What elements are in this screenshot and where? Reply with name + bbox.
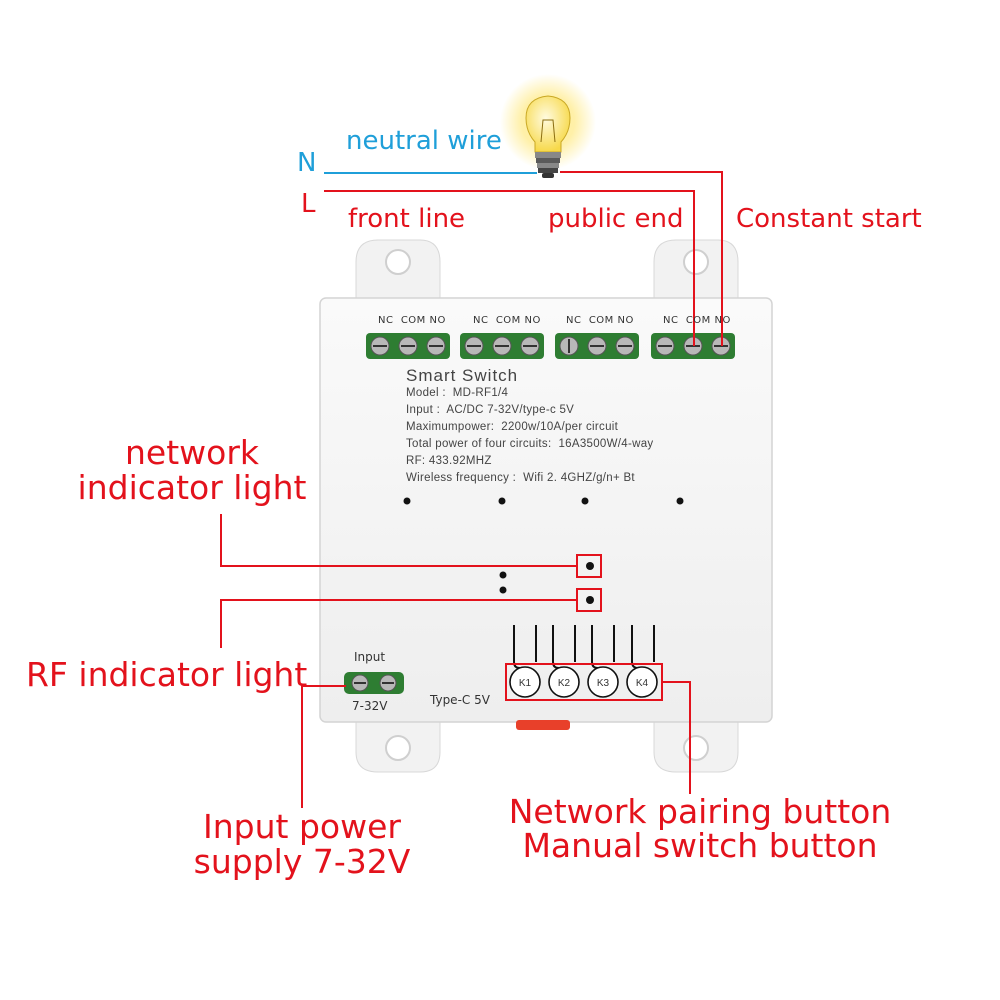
push-button-icon[interactable]: K4 (626, 666, 658, 698)
terminal-2-labels: NC COM NO (473, 315, 541, 326)
mounting-ear-top-right (653, 239, 739, 301)
neutral-letter-n: N (297, 148, 317, 178)
led-dot-icon (403, 497, 411, 505)
power-label-line1: Input power (203, 807, 401, 846)
pairing-button-callout (505, 663, 691, 794)
spec-wireless: Wireless frequency : Wifi 2. 4GHZ/g/n+ B… (406, 472, 635, 484)
push-button-icon[interactable]: K3 (587, 666, 619, 698)
pairing-label-line1: Network pairing button (508, 792, 892, 831)
spec-rf: RF: 433.92MHZ (406, 455, 492, 467)
input-label: Input (354, 650, 386, 664)
typec-port (516, 720, 570, 730)
rf-indicator-led (586, 596, 594, 604)
input-terminal (344, 672, 404, 694)
neutral-wire-label: neutral wire (346, 126, 502, 156)
button-k4-label: K4 (636, 678, 649, 689)
switch-housing (319, 297, 773, 723)
input-voltage-label: 7-32V (352, 699, 388, 713)
spec-model: Model : MD-RF1/4 (406, 387, 509, 399)
led-dot-icon (581, 497, 589, 505)
spec-max-power: Maximumpower: 2200w/10A/per circuit (406, 421, 619, 433)
device-title: Smart Switch (406, 366, 519, 385)
terminal-block-2 (460, 333, 544, 359)
load-wire-line (560, 171, 723, 346)
typec-label: Type-C 5V (430, 693, 490, 707)
led-dot-icon (676, 497, 684, 505)
power-label-line2: supply 7-32V (193, 842, 411, 881)
mounting-ear-bottom-right (653, 719, 739, 773)
terminal-block-3 (555, 333, 639, 359)
terminal-3-labels: NC COM NO (566, 315, 634, 326)
live-wire-line (324, 190, 695, 346)
push-button-icon[interactable]: K2 (548, 666, 580, 698)
network-light-label-line1: network (124, 433, 259, 472)
button-k3-label: K3 (597, 678, 610, 689)
power-callout (301, 685, 346, 808)
mounting-ear-top-left (355, 239, 441, 301)
terminal-1-labels: NC COM NO (378, 315, 446, 326)
mounting-ear-bottom-left (355, 719, 441, 773)
terminal-4-labels: NC COM NO (663, 315, 731, 326)
network-light-callout (220, 514, 602, 578)
live-letter-l: L (301, 189, 316, 219)
spec-input: Input : AC/DC 7-32V/type-c 5V (406, 404, 575, 416)
led-dot-icon (499, 586, 507, 594)
pairing-label-line2: Manual switch button (522, 826, 878, 865)
network-light-label-line2: indicator light (77, 468, 307, 507)
led-dot-icon (498, 497, 506, 505)
network-indicator-led (586, 562, 594, 570)
button-k2-label: K2 (558, 678, 571, 689)
front-line-label: front line (348, 204, 466, 234)
constant-start-label: Constant start (736, 204, 922, 234)
push-button-icon[interactable]: K1 (509, 666, 541, 698)
terminal-block-1 (366, 333, 450, 359)
public-end-label: public end (548, 204, 684, 234)
rf-light-callout (220, 588, 602, 648)
rf-light-label: RF indicator light (26, 655, 308, 694)
spec-total-power: Total power of four circuits: 16A3500W/4… (406, 438, 654, 450)
button-k1-label: K1 (519, 678, 532, 689)
light-bulb-icon (500, 74, 596, 178)
led-dot-icon (499, 571, 507, 579)
